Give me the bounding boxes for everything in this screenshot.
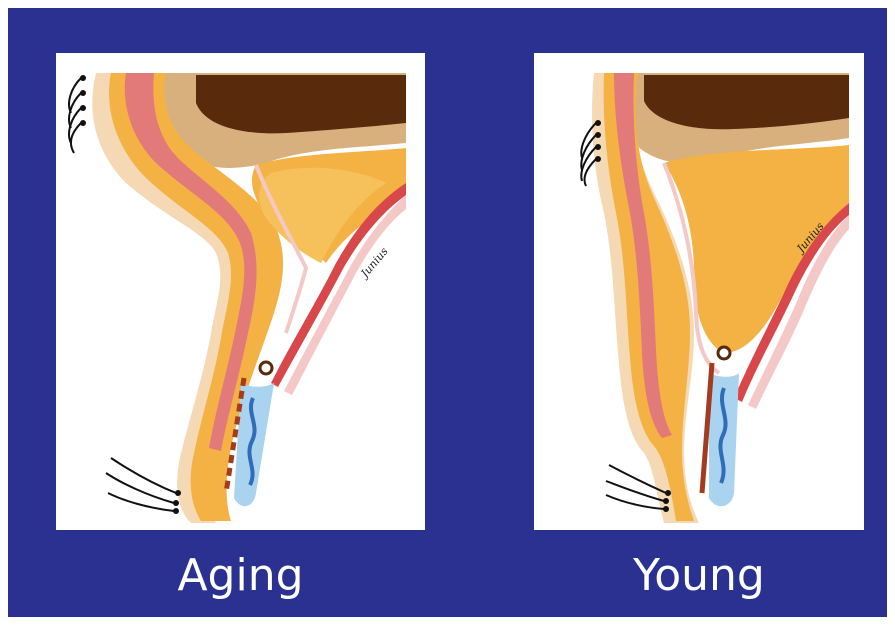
caption-aging: Aging xyxy=(56,546,425,606)
marginal-artery xyxy=(260,362,272,374)
orbital-sinus-cavity xyxy=(644,75,849,129)
figure-background: Junius xyxy=(8,8,887,617)
tarsal-plate xyxy=(234,383,274,506)
young-eyelid-illustration: Junius xyxy=(534,53,864,530)
upper-brow-hair-dots xyxy=(80,75,86,126)
caption-young: Young xyxy=(534,546,864,606)
orbital-sinus-cavity xyxy=(196,75,406,133)
eyelash-hairs xyxy=(106,458,176,511)
aging-eyelid-svg: Junius xyxy=(56,53,425,530)
young-eyelid-svg: Junius xyxy=(534,53,864,530)
aging-eyelid-illustration: Junius xyxy=(56,53,425,530)
upper-brow-hair xyxy=(69,78,81,153)
marginal-artery xyxy=(718,347,730,359)
